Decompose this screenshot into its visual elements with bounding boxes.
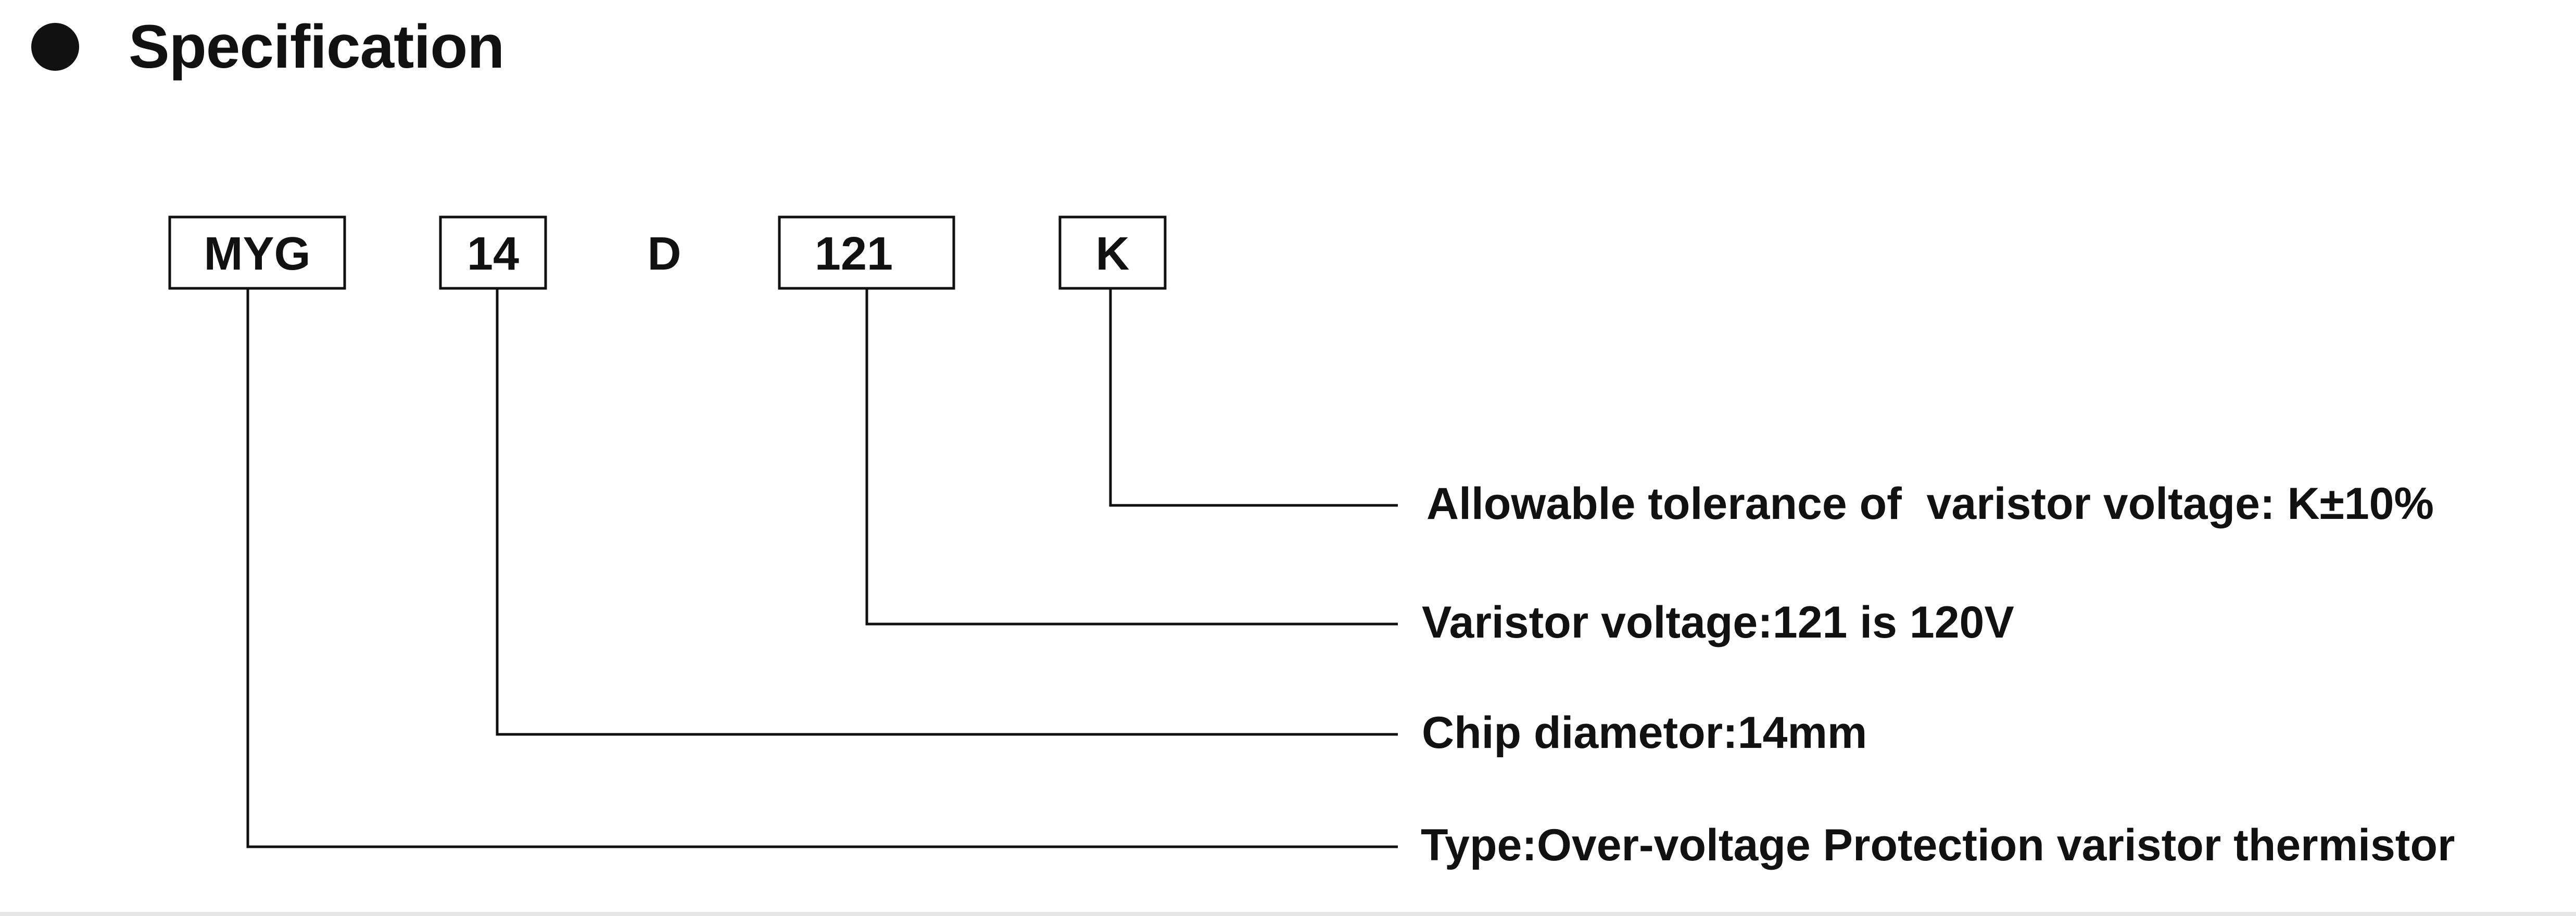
code-voltage-text: 121	[815, 228, 893, 280]
code-box-tolerance	[1058, 215, 1167, 290]
leader-line-tolerance	[1109, 288, 1398, 507]
section-header: Specification	[31, 5, 504, 88]
leader-line-voltage	[865, 288, 1398, 626]
filled-circle-icon	[31, 23, 79, 71]
description-type: Type:Over-voltage Protection varistor th…	[1421, 820, 2455, 870]
description-diameter: Chip diametor:14mm	[1422, 708, 1867, 758]
code-type-text: MYG	[204, 228, 310, 280]
code-tolerance-text: K	[1096, 228, 1130, 280]
code-diameter-text: 14	[467, 228, 519, 280]
description-tolerance: Allowable tolerance of varistor voltage:…	[1426, 479, 2434, 529]
bottom-rule	[0, 912, 2576, 916]
code-separator-text: D	[648, 228, 681, 280]
code-box-voltage	[778, 215, 955, 290]
leader-line-type	[246, 288, 1398, 848]
code-box-diameter	[439, 215, 547, 290]
section-title: Specification	[129, 12, 504, 81]
leader-line-diameter	[496, 288, 1398, 736]
description-voltage: Varistor voltage:121 is 120V	[1422, 597, 2014, 647]
code-box-type	[168, 215, 346, 290]
